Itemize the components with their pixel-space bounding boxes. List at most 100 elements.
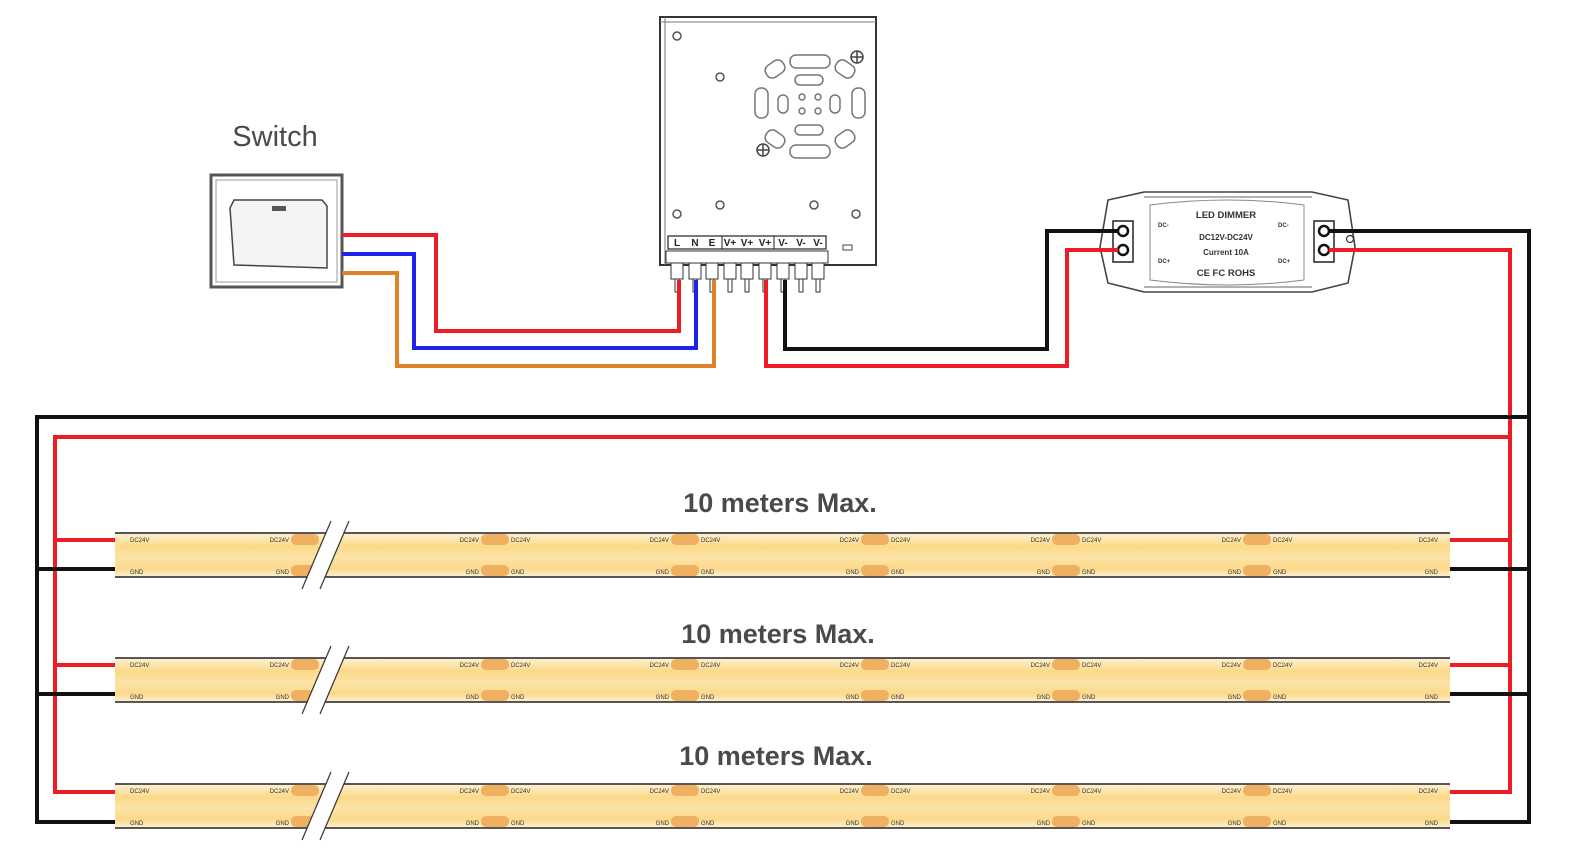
terminal-pin: [744, 278, 750, 293]
solder-pad: [861, 534, 889, 545]
terminal-pin: [727, 278, 733, 293]
switch: [209, 173, 344, 289]
terminal-pin: [815, 278, 821, 293]
pad-label-ground: GND: [130, 821, 144, 827]
pad-label-positive: DC24V: [1222, 663, 1241, 669]
pad-label-positive: DC24V: [840, 538, 859, 544]
solder-pad: [671, 690, 699, 701]
pad-label-ground: GND: [656, 695, 670, 701]
pad-label-positive: DC24V: [891, 663, 910, 669]
neutral-wire: [342, 252, 698, 350]
pad-label-positive: DC24V: [650, 538, 669, 544]
dimmer-output-positive: DC+: [1278, 259, 1291, 265]
cut-break-line: [301, 771, 332, 841]
solder-pad: [481, 785, 509, 796]
pad-label-ground: GND: [1425, 570, 1439, 576]
pad-label-positive: DC24V: [1222, 789, 1241, 795]
pad-label-ground: GND: [511, 821, 525, 827]
psu-positive-wire: [764, 248, 1118, 368]
terminal-screw: [794, 262, 808, 280]
solder-pad: [291, 785, 319, 796]
pad-label-positive: DC24V: [1222, 538, 1241, 544]
bus-negative-wire: [1329, 229, 1531, 824]
strip-3-length-label: 10 meters Max.: [679, 741, 873, 771]
solder-pad: [861, 690, 889, 701]
solder-pad: [671, 785, 699, 796]
solder-pad: [1243, 785, 1271, 796]
pad-label-positive: DC24V: [511, 789, 530, 795]
pad-label-positive: DC24V: [650, 789, 669, 795]
pad-label-ground: GND: [1037, 695, 1051, 701]
strip-2-length-label: 10 meters Max.: [681, 619, 875, 649]
solder-pad: [671, 816, 699, 827]
switch-label: Switch: [232, 121, 317, 153]
terminal-screw: [811, 262, 825, 280]
solder-pad: [1052, 690, 1080, 701]
pad-label-positive: DC24V: [511, 663, 530, 669]
pad-label-positive: DC24V: [1082, 789, 1101, 795]
dimmer-certs: CE FC ROHS: [1197, 268, 1256, 279]
cross-screw-icon: [756, 50, 864, 157]
pad-label-positive: DC24V: [1082, 538, 1101, 544]
pad-label-ground: GND: [130, 695, 144, 701]
pad-label-ground: GND: [276, 821, 290, 827]
pad-label-ground: GND: [656, 570, 670, 576]
earth-wire: [342, 271, 716, 368]
psu-negative-wire: [783, 229, 1118, 351]
terminal-screw: [740, 262, 754, 280]
pad-label-ground: GND: [466, 821, 480, 827]
pad-label-positive: DC24V: [1031, 789, 1050, 795]
cut-break-line: [319, 520, 350, 590]
terminal-label: E: [709, 238, 716, 249]
pad-label-positive: DC24V: [1419, 538, 1438, 544]
pad-label-ground: GND: [1425, 821, 1439, 827]
pad-label-positive: DC24V: [650, 663, 669, 669]
solder-pad: [481, 534, 509, 545]
pad-label-positive: DC24V: [701, 663, 720, 669]
pad-label-positive: DC24V: [840, 789, 859, 795]
pad-label-positive: DC24V: [130, 538, 149, 544]
solder-pad: [481, 659, 509, 670]
solder-pad: [291, 659, 319, 670]
pad-label-ground: GND: [701, 570, 715, 576]
pad-label-positive: DC24V: [270, 789, 289, 795]
solder-pad: [861, 785, 889, 796]
terminal-label: V-: [778, 238, 787, 249]
dimmer-input-positive: DC+: [1158, 259, 1171, 265]
solder-pad: [481, 816, 509, 827]
dc-wires-psu: [764, 229, 1118, 368]
pad-label-positive: DC24V: [270, 538, 289, 544]
pad-label-ground: GND: [846, 695, 860, 701]
led-strip-1: DC24V GND DC24V GND DC24V GND DC24V GND DC24V GND…: [115, 520, 1450, 590]
pad-label-ground: GND: [846, 821, 860, 827]
pad-label-ground: GND: [511, 695, 525, 701]
pad-label-positive: DC24V: [891, 789, 910, 795]
solder-pad: [861, 565, 889, 576]
solder-pad: [481, 565, 509, 576]
terminal-screw: [776, 262, 790, 280]
terminal-label: V+: [724, 238, 737, 249]
pad-label-ground: GND: [1228, 570, 1242, 576]
solder-pad: [1243, 659, 1271, 670]
led-strip-2: DC24V GND DC24V GND DC24V GND DC24V GND DC24V GND…: [115, 645, 1450, 715]
solder-pad: [291, 534, 319, 545]
dimmer-input-negative: DC-: [1158, 223, 1169, 229]
pad-label-ground: GND: [1273, 695, 1287, 701]
solder-pad: [1052, 785, 1080, 796]
terminal-label: V+: [759, 238, 772, 249]
pad-label-ground: GND: [891, 570, 905, 576]
terminal-screw: [758, 262, 772, 280]
solder-pad: [1243, 534, 1271, 545]
pad-label-ground: GND: [891, 695, 905, 701]
led-strip-3: DC24V GND DC24V GND DC24V GND DC24V GND DC24V GND…: [115, 771, 1450, 841]
pad-label-positive: DC24V: [511, 538, 530, 544]
terminal-pin: [798, 278, 804, 293]
solder-pad: [1052, 816, 1080, 827]
pad-label-positive: DC24V: [460, 789, 479, 795]
pad-label-ground: GND: [891, 821, 905, 827]
dc-wires-strips: [35, 229, 1531, 824]
pad-label-positive: DC24V: [130, 663, 149, 669]
pad-label-positive: DC24V: [130, 789, 149, 795]
solder-pad: [1052, 534, 1080, 545]
